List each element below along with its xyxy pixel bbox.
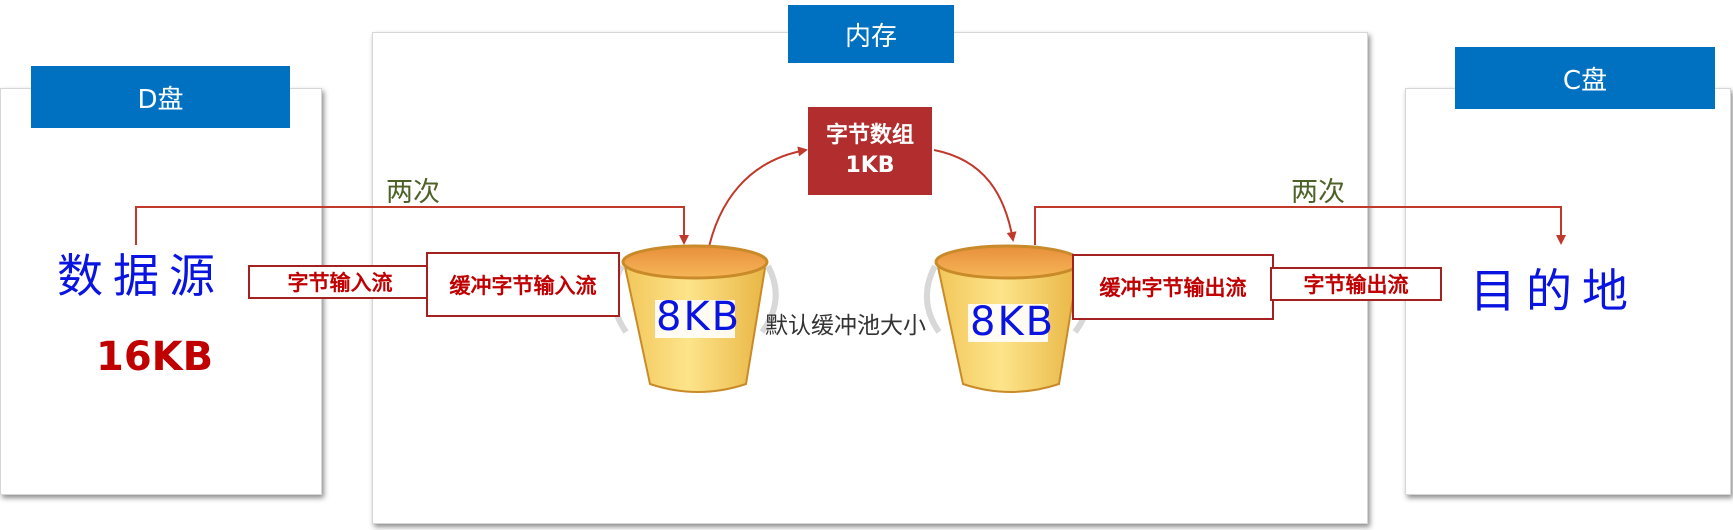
curve-from-array — [933, 149, 1017, 242]
default-buffer-caption: 默认缓冲池大小 — [765, 313, 926, 339]
buffered-input-stream-box: 缓冲字节输入流 — [426, 252, 620, 317]
right-buffer-size: 8KB — [970, 299, 1056, 345]
curve-to-array — [705, 146, 808, 263]
left-transfer-count: 两次 — [386, 177, 440, 208]
left-transfer-line — [135, 206, 689, 245]
c-disk-header: C盘 — [1455, 47, 1715, 109]
file-size-label: 16KB — [96, 334, 214, 380]
byte-array-box: 字节数组 1KB — [808, 107, 932, 195]
memory-header: 内存 — [788, 5, 954, 63]
d-disk-header: D盘 — [31, 66, 290, 128]
c-disk-panel — [1405, 88, 1731, 495]
left-buffer-size: 8KB — [656, 294, 742, 340]
right-transfer-count: 两次 — [1291, 177, 1345, 208]
data-source-label: 数据源 — [57, 249, 225, 303]
byte-output-stream-box: 字节输出流 — [1270, 267, 1442, 301]
destination-label: 目的地 — [1470, 264, 1638, 318]
byte-array-title: 字节数组 — [825, 123, 914, 148]
byte-array-size: 1KB — [845, 153, 895, 178]
byte-input-stream-box: 字节输入流 — [248, 265, 432, 299]
buffered-output-stream-box: 缓冲字节输出流 — [1072, 254, 1274, 320]
right-transfer-line — [1034, 206, 1566, 245]
